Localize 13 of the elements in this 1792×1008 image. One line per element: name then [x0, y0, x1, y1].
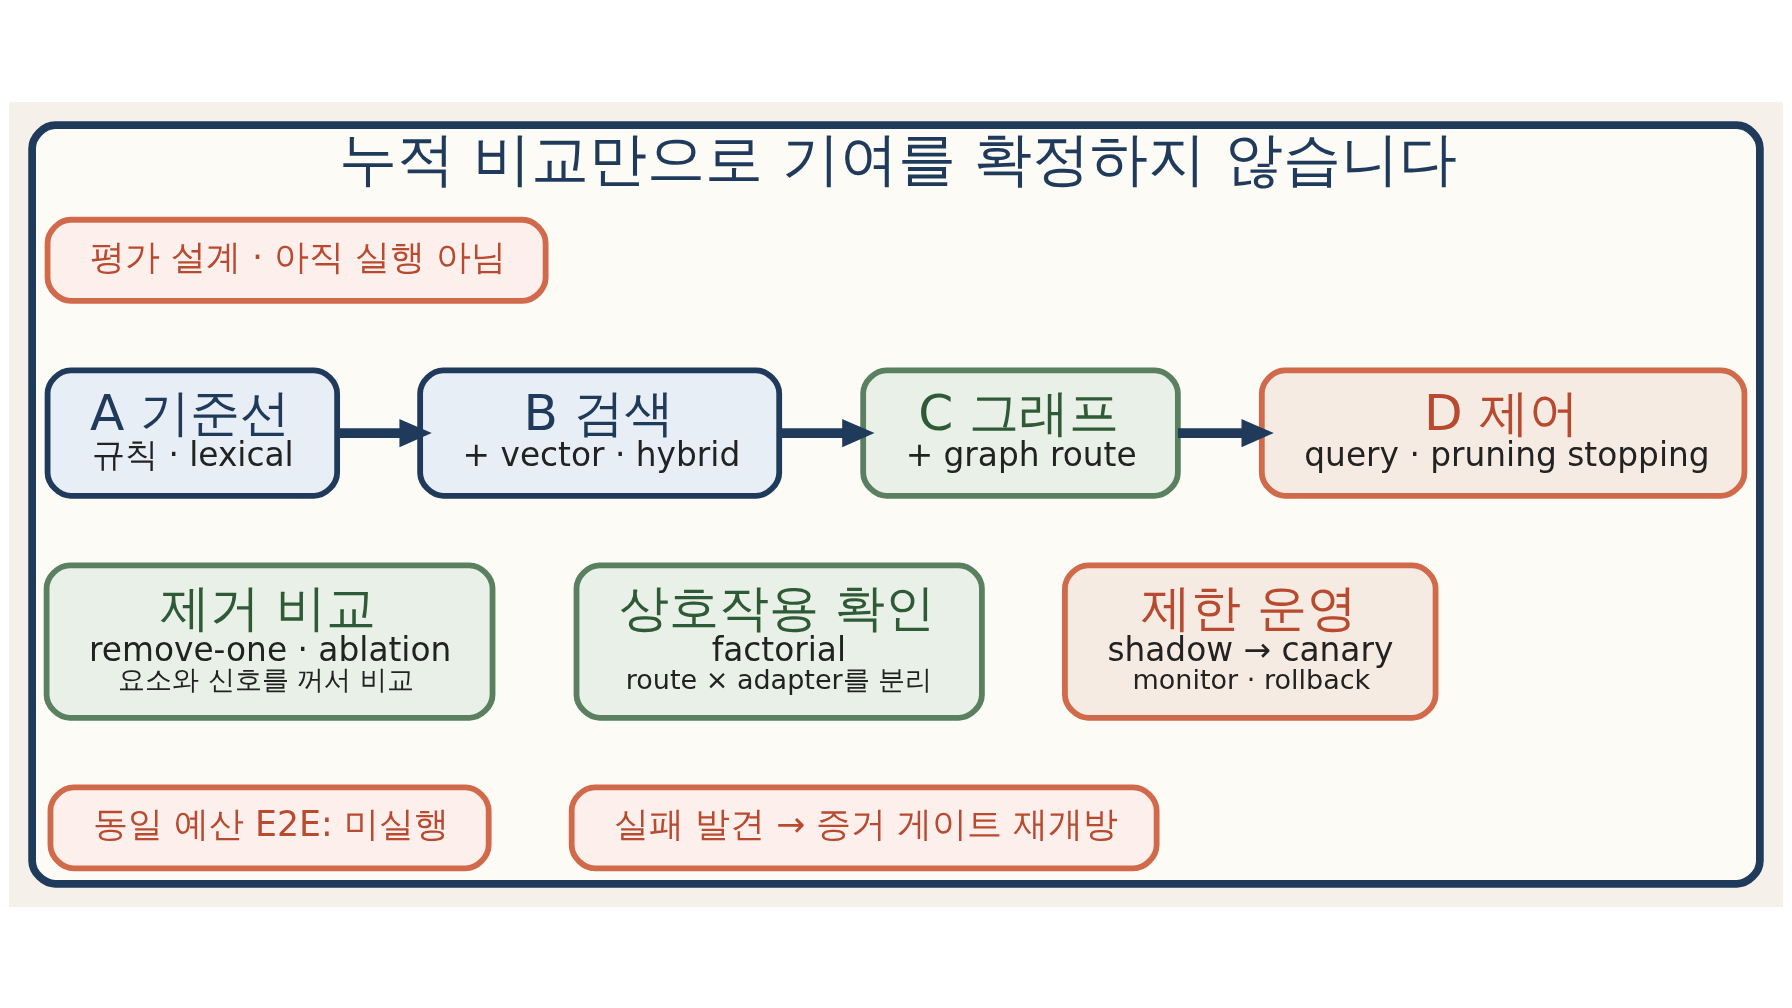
node-box: A 기준선 규칙 · lexical — [44, 366, 341, 499]
arrow — [337, 418, 432, 447]
node-box: D 제어 query · pruning stopping — [1258, 366, 1748, 499]
node-box: B 검색 + vector · hybrid — [417, 366, 783, 499]
node-box: 상호작용 확인 factorial route × adapter를 분리 — [573, 561, 985, 721]
node-box: 동일 예산 E2E: 미실행 — [47, 783, 492, 871]
node-box: 제한 운영 shadow → canary monitor · rollback — [1062, 561, 1439, 721]
node-box: 실패 발견 → 증거 게이트 재개방 — [568, 783, 1160, 871]
node-box: C 그래프 + graph route — [860, 366, 1181, 499]
node-box: 평가 설계 · 아직 실행 아님 — [44, 216, 549, 304]
arrow — [779, 418, 875, 447]
node-box: 제거 비교 remove-one · ablation 요소와 신호를 꺼서 비교 — [43, 561, 496, 721]
arrow — [1177, 418, 1274, 447]
